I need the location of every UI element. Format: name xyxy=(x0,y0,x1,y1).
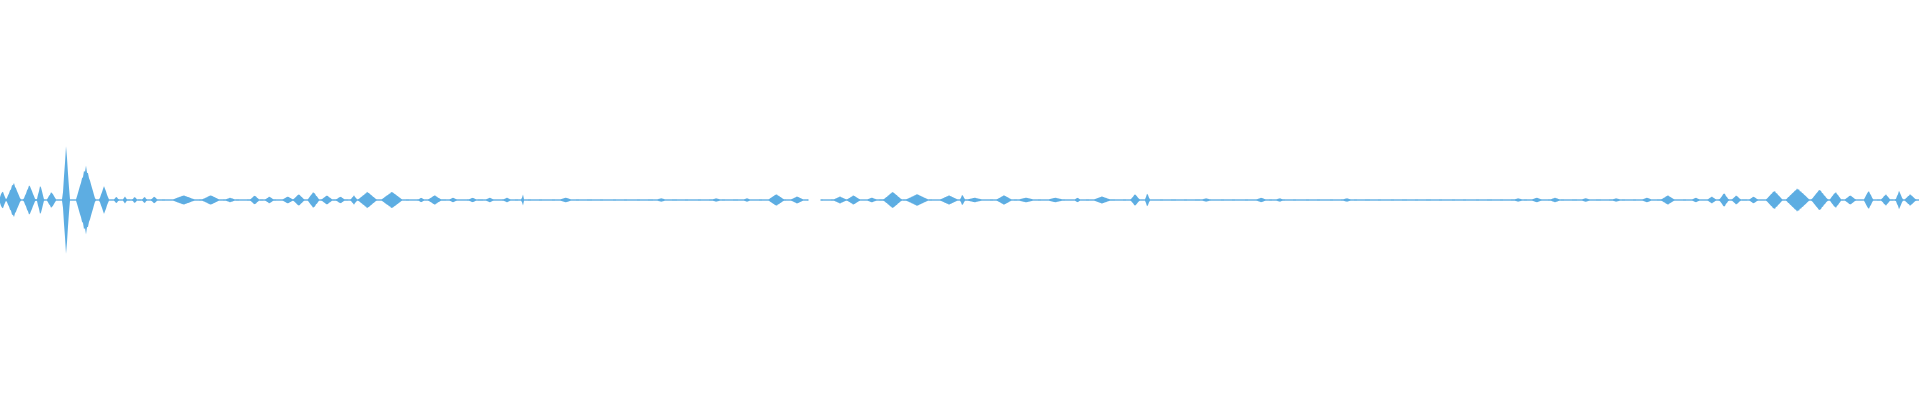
waveform-envelope xyxy=(0,146,1919,254)
